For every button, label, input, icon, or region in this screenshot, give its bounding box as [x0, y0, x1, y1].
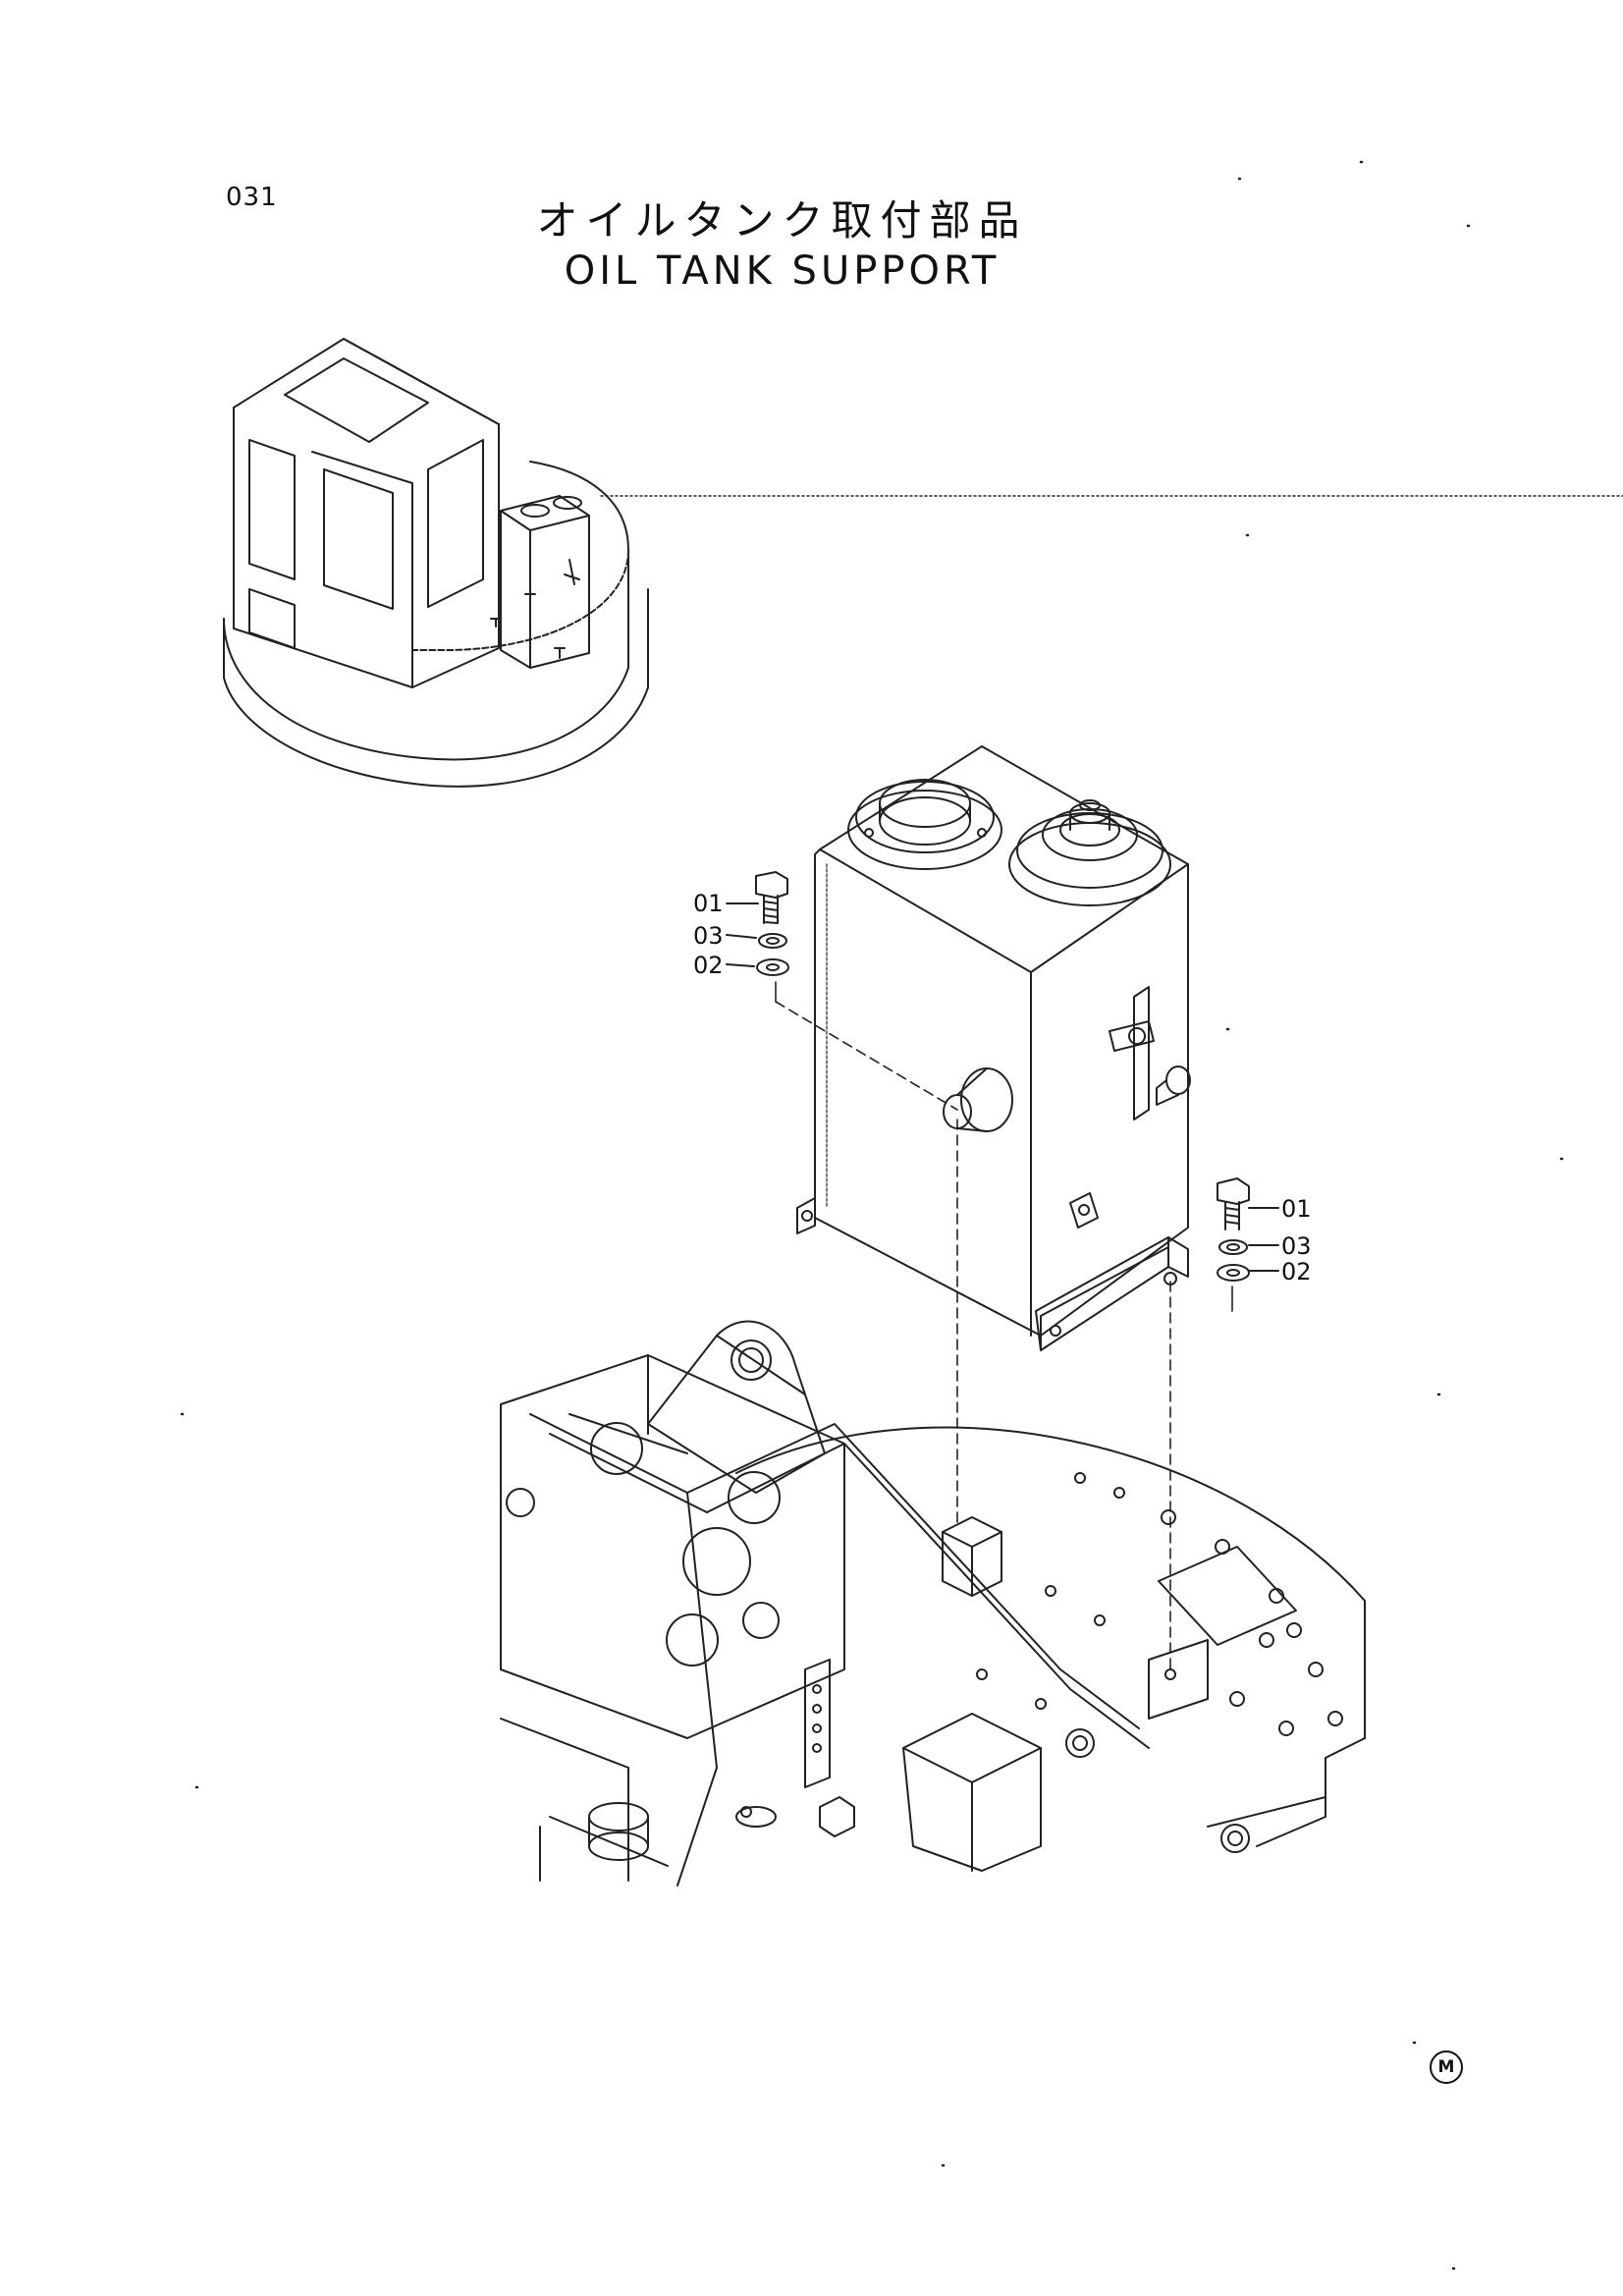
flat-washer-icon [756, 958, 789, 976]
flat-washer-icon [1217, 1264, 1250, 1282]
callout-left-01: 01 [693, 890, 724, 917]
machine-overview [223, 338, 1623, 788]
spring-washer-icon [758, 933, 787, 949]
callout-right-01: 01 [1281, 1195, 1312, 1223]
manufacturer-mark: M [1430, 2050, 1463, 2084]
scan-specks [180, 160, 1564, 2270]
callout-right-03: 03 [1281, 1232, 1312, 1260]
callout-right-02: 02 [1281, 1258, 1312, 1285]
spring-washer-icon [1218, 1239, 1248, 1255]
upper-frame [500, 1320, 1366, 1886]
callout-left-02: 02 [693, 952, 724, 979]
hardware-stack-right [1217, 1177, 1279, 1282]
bolt-icon [1217, 1177, 1250, 1205]
assembly-lines-solid [775, 981, 1233, 1312]
callout-left-03: 03 [693, 922, 724, 950]
page-number: 031 [226, 183, 278, 212]
title-block: オイルタンク取付部品 OIL TANK SUPPORT [0, 196, 1623, 297]
oil-tank [796, 745, 1191, 1351]
assembly-lines [775, 1001, 1171, 1670]
bolt-icon [755, 871, 788, 899]
title-japanese: オイルタンク取付部品 [536, 196, 1028, 245]
title-english: OIL TANK SUPPORT [564, 248, 1001, 295]
hardware-stack-left [726, 871, 789, 976]
